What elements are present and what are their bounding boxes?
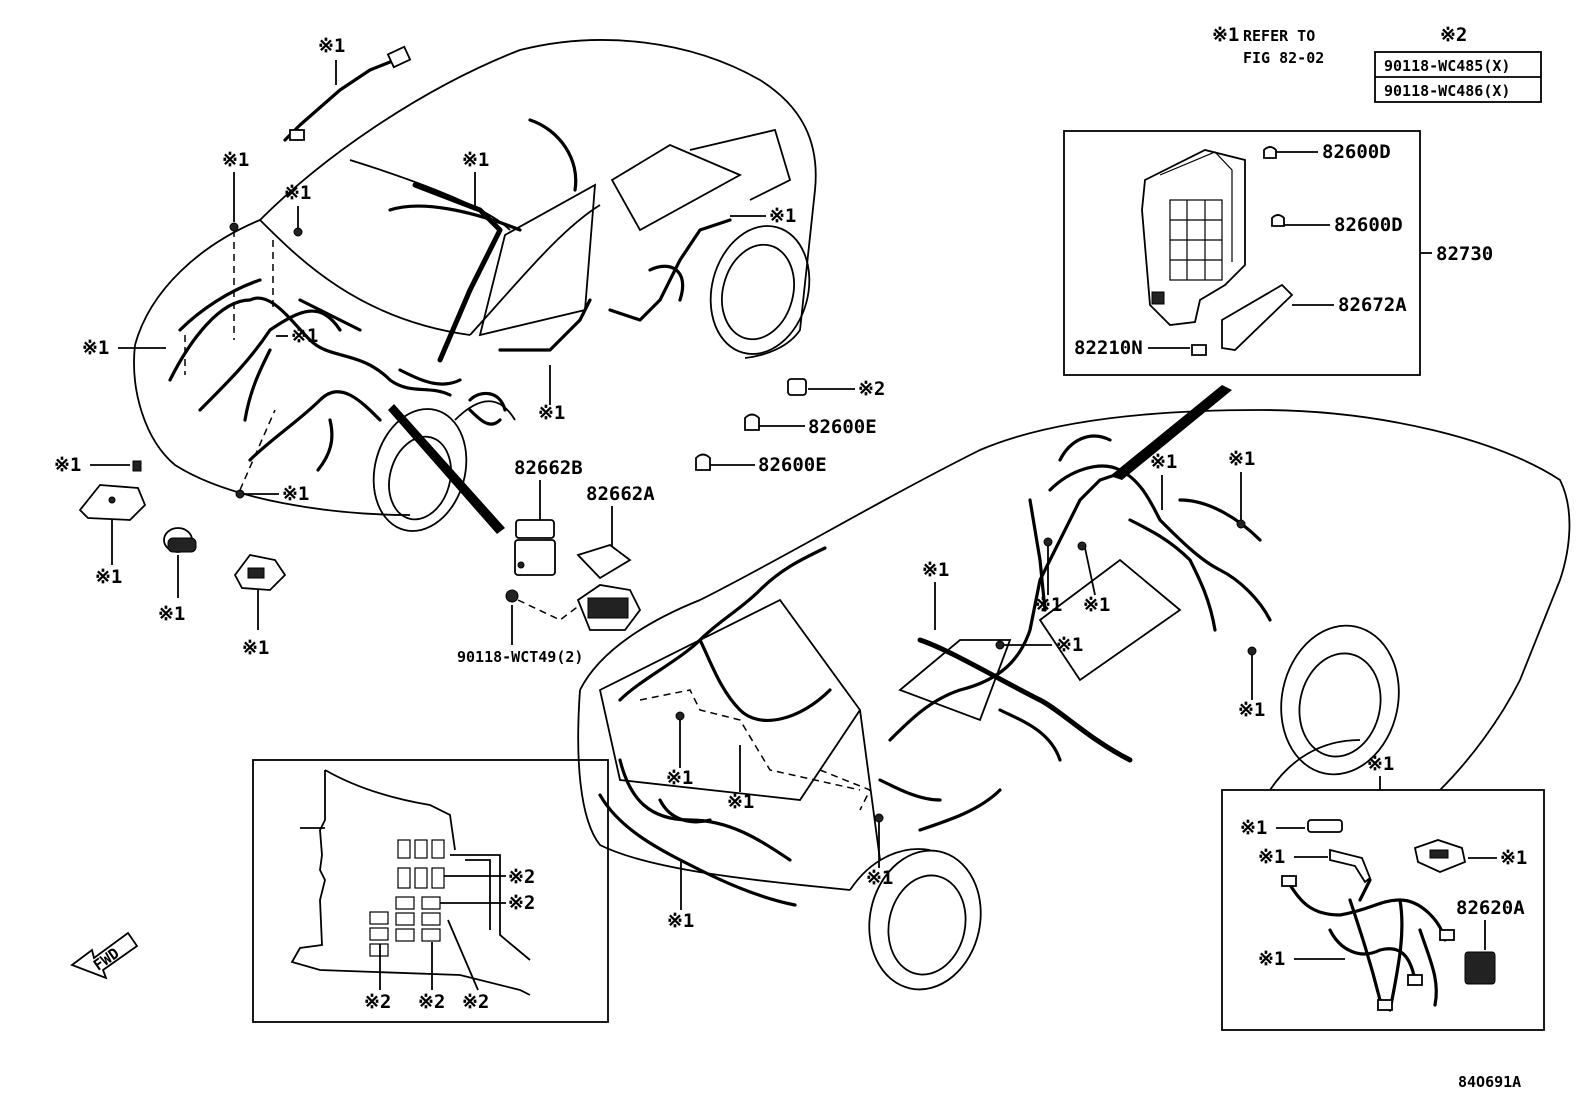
ref-mark: ※1 [1258,846,1285,868]
ref-mark: ※1 [769,205,796,227]
note-mark-1: ※1 [1212,24,1239,46]
upper-car-dashed-leaders [184,230,276,491]
fwd-arrow-icon: FWD [70,931,139,980]
relay-block-parts: 82662B 82662A 90118-WCT49(2) [457,457,655,666]
ref-mark: ※1 [922,559,949,581]
left-components: ※1 ※1 ※1 ※1 [54,454,287,659]
ref-mark: ※1 [54,454,81,476]
label-82210n: 82210N [1074,337,1143,359]
note-refer-line1: REFER TO [1243,27,1315,45]
ref-mark: ※1 [291,325,318,347]
relay-82600d-b: 82600D [1271,214,1403,236]
ref-mark: ※1 [282,483,309,505]
label-82600d-a: 82600D [1322,141,1391,163]
ref-mark: ※1 [1035,594,1062,616]
relay-block-leader [388,404,505,534]
label-82600e-b: 82600E [758,454,827,476]
label-82600d-b: 82600D [1334,214,1403,236]
bolt-table-row-2: 90118-WC486(X) [1384,82,1510,100]
junction-block-leader [1110,385,1232,480]
ref-mark: ※1 [727,791,754,813]
ref-mark: ※1 [1258,948,1285,970]
loose-relays: ※2 82600E 82600E [695,378,885,476]
ref-mark: ※2 [418,991,445,1013]
label-90118-wct49: 90118-WCT49(2) [457,648,583,666]
ref-mark: ※1 [462,149,489,171]
sub-harness-wires [1281,875,1455,1012]
label-82662a: 82662A [586,483,655,505]
lower-car-dashed [639,689,872,811]
ref-mark: ※1 [1228,448,1255,470]
upper-car-harness [168,45,732,472]
fuse-block-inset: ※2 ※2 ※2 ※2 ※2 [252,759,609,1023]
ref-mark: ※1 [222,149,249,171]
ref-mark: ※1 [242,637,269,659]
note-refer-line2: FIG 82-02 [1243,49,1324,67]
ref-mark: ※1 [1240,817,1267,839]
ref-mark: ※1 [82,337,109,359]
sub-harness-frame [1221,789,1545,1031]
ref-mark: ※1 [666,767,693,789]
label-82662b: 82662B [514,457,583,479]
label-82620a: 82620A [1456,897,1525,919]
ref-mark: ※1 [866,867,893,889]
ref-mark: ※1 [1367,753,1394,775]
label-82672a: 82672A [1338,294,1407,316]
ref-mark: ※1 [95,566,122,588]
ref-mark: ※1 [1083,594,1110,616]
junction-block-inset: 82600D 82600D 82672A 82210N 82730 [1063,130,1493,376]
ref-mark: ※2 [508,866,535,888]
ref-mark: ※1 [158,603,185,625]
fuse-82210n: 82210N [1074,337,1207,359]
ref-mark: ※2 [462,991,489,1013]
bolt-table: ※2 90118-WC485(X) 90118-WC486(X) [1374,24,1542,103]
ref-mark: ※1 [538,402,565,424]
drawing-code: 84O691A [1458,1073,1521,1091]
sub-harness-inset: ※1 ※1 ※1 ※1 82620A [1221,789,1545,1031]
label-82730: 82730 [1436,243,1493,265]
ref-mark: ※1 [1150,451,1177,473]
lower-car-harness [598,434,1272,907]
note-mark-2: ※2 [1440,24,1467,46]
bolt-table-row-1: 90118-WC485(X) [1384,57,1510,75]
relay-82600d-a: 82600D [1263,141,1391,163]
fuse-block-frame [252,759,609,1023]
ref-mark: ※1 [1500,847,1527,869]
fuse-slots [369,839,445,957]
junction-block-body [1141,149,1246,326]
ref-mark: ※1 [667,910,694,932]
ref-mark: ※2 [364,991,391,1013]
lower-car-refs: ※1 ※1 ※1 ※1 ※1 ※1 ※1 ※1 ※1 ※1 ※1 [666,448,1265,932]
ref-mark: ※2 [508,892,535,914]
cover-82672a: 82672A [1221,283,1407,351]
upper-car-refs: ※1 ※1 ※1 ※1 ※1 ※1 ※1 ※1 ※1 [82,35,796,505]
lower-car-body [577,409,1571,991]
ref-mark: ※1 [318,35,345,57]
upper-car-body [133,39,817,532]
ref-mark: ※1 [284,182,311,204]
ref-mark: ※2 [858,378,885,400]
ref-mark: ※1 [1238,699,1265,721]
refer-note: ※1 REFER TO FIG 82-02 [1212,24,1324,67]
label-82600e-a: 82600E [808,416,877,438]
ref-mark: ※1 [1056,634,1083,656]
